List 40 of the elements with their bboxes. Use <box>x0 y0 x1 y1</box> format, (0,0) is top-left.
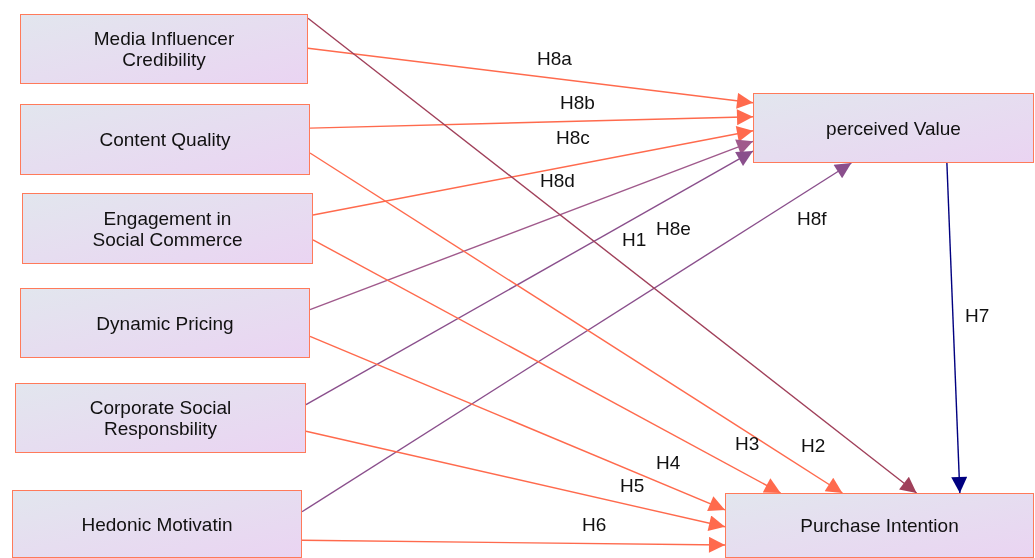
edge-label: H8f <box>797 208 827 229</box>
construct-name: Hedonic Motivatin <box>81 513 233 535</box>
arrow <box>946 162 968 494</box>
arrow <box>309 139 754 311</box>
construct-box <box>12 490 302 558</box>
construct-name: Content Quality <box>99 129 231 150</box>
arrow <box>305 150 754 406</box>
edge-label: H6 <box>582 514 607 535</box>
edge-label: H8a <box>537 48 572 69</box>
construct-box <box>20 14 308 84</box>
edge-label: H8d <box>540 170 575 191</box>
construct-name: Engagement in Social Commerce <box>91 207 244 250</box>
edge-label: H8e <box>656 218 691 239</box>
construct-box <box>753 93 1034 163</box>
construct-box <box>22 193 313 264</box>
edge-label: H5 <box>620 475 645 496</box>
edge-label: H8c <box>556 127 590 148</box>
construct-name: Purchase Intention <box>800 515 959 536</box>
edge-label: H2 <box>801 435 826 456</box>
edge-label: H4 <box>656 452 681 473</box>
construct-box <box>20 104 310 175</box>
arrow <box>312 239 782 494</box>
edge-label: H1 <box>622 229 647 250</box>
arrow <box>301 536 726 553</box>
arrow <box>309 109 754 129</box>
arrow <box>309 335 726 512</box>
construct-box <box>15 383 306 453</box>
edge-label: H7 <box>965 305 990 326</box>
arrow <box>307 47 754 109</box>
construct-name: Corporate Social Responsbility <box>88 397 233 439</box>
arrow <box>307 17 918 494</box>
arrow <box>312 125 754 216</box>
construct-name: Media Influencer Credibility <box>92 28 236 70</box>
arrow <box>305 430 726 532</box>
edge-label: H8b <box>560 92 595 113</box>
construct-box <box>725 493 1034 558</box>
construct-box <box>20 288 310 358</box>
construct-name: Dynamic Pricing <box>96 312 234 334</box>
edge-label: H3 <box>735 433 760 454</box>
construct-name: perceived Value <box>826 117 961 139</box>
